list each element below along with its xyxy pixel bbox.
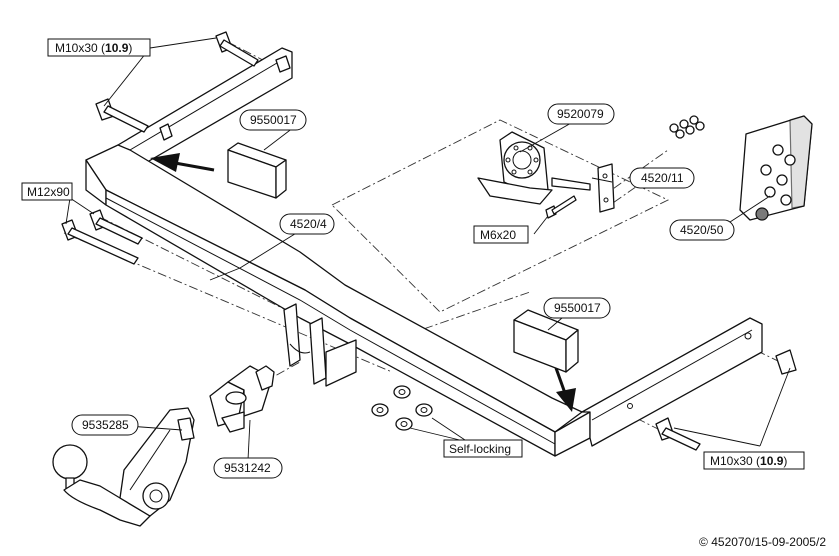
svg-text:4520/4: 4520/4	[290, 217, 327, 231]
label-m12x90: M12x90	[21, 182, 73, 201]
towball-9535285	[52, 407, 195, 527]
arrow-down-indicator	[554, 367, 576, 412]
crossbar-4520-4	[85, 47, 763, 457]
label-m10x30-top: M10x30 (10.9)	[47, 38, 151, 57]
svg-text:9550017: 9550017	[250, 113, 297, 127]
svg-text:4520/50: 4520/50	[680, 223, 724, 237]
label-m10x30-bottom: M10x30 (10.9)	[703, 451, 805, 470]
label-m6x20: M6x20	[473, 225, 529, 244]
copyright-footer: © 452070/15-09-2005/2	[699, 535, 826, 549]
label-9520079: 9520079	[547, 103, 615, 125]
bracket-4520-11	[597, 163, 615, 213]
bolt-left-side	[95, 55, 291, 141]
pad-9550017-top	[227, 142, 287, 199]
self-locking-nuts	[371, 385, 433, 431]
svg-text:M12x90: M12x90	[27, 185, 70, 199]
label-self-locking: Self-locking	[443, 439, 523, 458]
label-9535285: 9535285	[71, 414, 139, 436]
label-4520-11: 4520/11	[629, 167, 695, 189]
label-4520-50: 4520/50	[669, 219, 735, 241]
label-4520-4: 4520/4	[279, 213, 335, 235]
coupling-mechanism-9531242	[209, 365, 275, 433]
label-9550017-mid: 9550017	[543, 297, 611, 319]
bolt-m12x90-pair	[61, 209, 143, 265]
small-nuts-cluster	[669, 115, 705, 139]
svg-text:9520079: 9520079	[557, 107, 604, 121]
svg-text:M10x30 (10.9): M10x30 (10.9)	[55, 41, 132, 55]
bolt-top-left	[215, 31, 259, 67]
svg-text:M6x20: M6x20	[480, 228, 516, 242]
mounting-plate-4520-50	[739, 115, 813, 221]
svg-text:4520/11: 4520/11	[641, 171, 684, 185]
svg-text:9535285: 9535285	[82, 418, 129, 432]
arrow-left-indicator	[150, 153, 215, 172]
svg-text:9531242: 9531242	[224, 461, 271, 475]
pad-9550017-mid	[513, 309, 579, 373]
label-9531242: 9531242	[213, 457, 283, 479]
bolt-m6x20-pair	[545, 195, 577, 219]
svg-text:M10x30 (10.9): M10x30 (10.9)	[710, 454, 787, 468]
label-9550017-top: 9550017	[239, 109, 307, 131]
svg-text:Self-locking: Self-locking	[449, 442, 511, 456]
socket-plate-9520079	[477, 131, 591, 205]
svg-text:9550017: 9550017	[554, 301, 601, 315]
bolt-bottom-right	[655, 349, 797, 451]
